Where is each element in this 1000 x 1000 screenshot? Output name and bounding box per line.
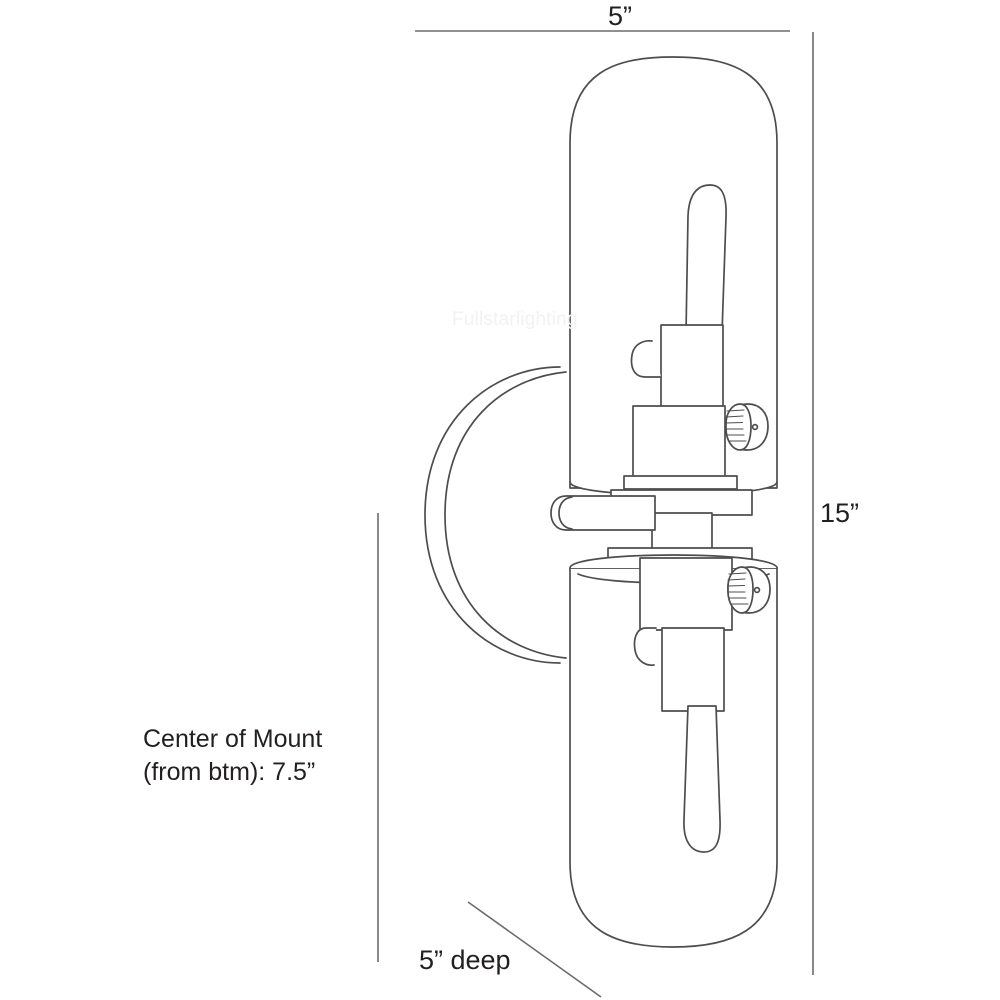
lower-thumbscrew-knurl-face	[727, 566, 754, 614]
lower-shade-glass	[569, 567, 778, 948]
lower-socket-side-tab	[633, 627, 657, 666]
upper-socket-base-plate	[623, 475, 738, 490]
lower-thumbscrew	[726, 566, 771, 614]
upper-shade-glass	[569, 56, 778, 489]
height-dimension-label: 15”	[820, 498, 860, 528]
upper-thumbscrew-knurl-face	[725, 403, 752, 451]
lower-socket-body	[639, 557, 733, 631]
side-rod	[550, 495, 656, 531]
depth-dimension-label: 5” deep	[419, 945, 511, 975]
upper-thumbscrew-center-dot	[751, 423, 759, 431]
upper-socket-side-tab	[630, 339, 662, 378]
lower-bulb	[683, 705, 721, 853]
upper-thumbscrew	[724, 403, 769, 451]
depth-leader-line	[467, 901, 602, 998]
dimension-lines	[377, 30, 814, 998]
upper-socket-body	[632, 405, 726, 479]
width-dimension-label: 5”	[607, 1, 632, 31]
upper-bulb	[685, 184, 727, 334]
upper-socket-neck	[660, 324, 724, 409]
center-of-mount-label: Center of Mount (from btm): 7.5”	[143, 723, 322, 789]
watermark-text: Fullstarlighting	[452, 309, 578, 330]
lower-thumbscrew-knurl-lines	[726, 572, 749, 605]
center-of-mount-line2: (from btm): 7.5”	[143, 758, 316, 786]
upper-thumbscrew-knurl-lines	[724, 409, 747, 442]
lower-thumbscrew-center-dot	[753, 586, 761, 594]
fixture-outline	[424, 56, 778, 948]
backplate-inner-edge	[444, 371, 567, 659]
center-of-mount-line1: Center of Mount	[143, 725, 323, 753]
lower-socket-neck	[661, 627, 725, 712]
side-rod-end-cap	[558, 496, 573, 530]
